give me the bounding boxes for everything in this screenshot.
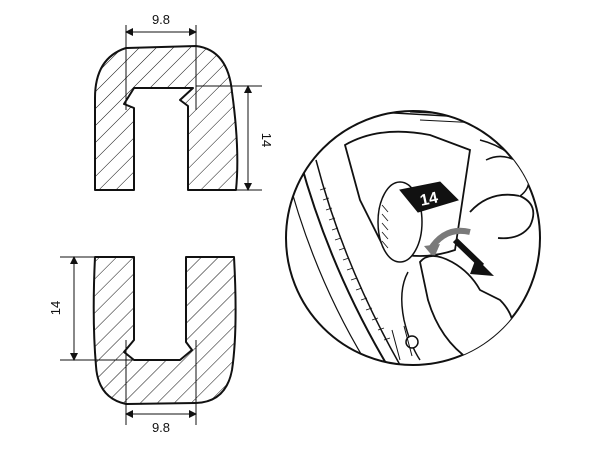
wheel-edge	[286, 169, 373, 365]
top-width-label: 9.8	[152, 12, 170, 27]
bottom-profile: 14 9.8	[48, 256, 237, 435]
wheel-rim-inner	[315, 159, 405, 365]
top-height-label: 14	[259, 133, 274, 147]
bottom-height-label: 14	[48, 301, 63, 315]
rim-scale-ticks	[319, 187, 391, 341]
thumb	[419, 255, 515, 362]
lower-finger	[401, 271, 421, 361]
push-arrow-head	[470, 258, 494, 276]
knurl-lines	[381, 204, 389, 249]
detail-inset: 14	[285, 110, 541, 366]
dial-indicator: 14	[399, 181, 459, 213]
wheel-rim-outer	[299, 159, 391, 365]
top-profile: 9.8 14	[94, 12, 274, 191]
dial-value: 14	[419, 189, 440, 209]
rotate-arrow-head	[424, 244, 440, 258]
lower-bracket	[391, 325, 413, 361]
top-profile-shape	[94, 45, 239, 191]
finger-upper	[469, 193, 535, 240]
bottom-width-label: 9.8	[152, 420, 170, 435]
bottom-profile-shape	[92, 256, 237, 405]
